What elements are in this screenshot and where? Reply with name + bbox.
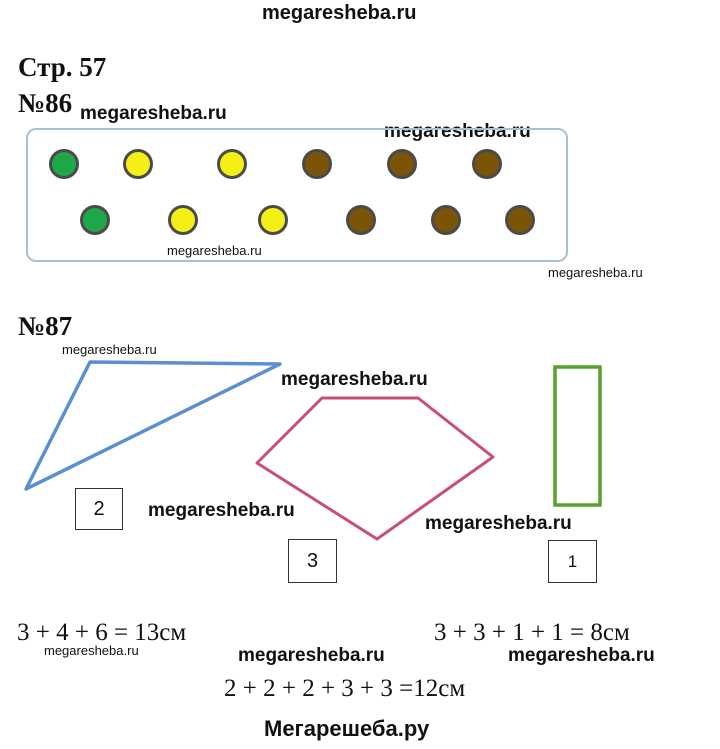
equation-left: 3 + 4 + 6 = 13см: [17, 619, 187, 646]
rectangle-shape: [553, 365, 602, 507]
watermark-eq-right: megaresheba.ru: [508, 645, 655, 666]
dots-frame: [26, 128, 568, 262]
dot-yellow-row1-2: [123, 149, 153, 179]
dot-brown-row2-6: [505, 205, 535, 235]
dot-brown-row2-4: [346, 205, 376, 235]
watermark-task87-title: megaresheba.ru: [62, 342, 157, 357]
dot-brown-row1-4: [302, 149, 332, 179]
dot-yellow-row1-3: [217, 149, 247, 179]
triangle-label-box: 2: [75, 488, 123, 530]
watermark-eq-center: megaresheba.ru: [238, 645, 385, 666]
dot-brown-row1-6: [472, 149, 502, 179]
equation-right: 3 + 3 + 1 + 1 = 8см: [434, 619, 630, 646]
dot-green-row1-1: [49, 149, 79, 179]
pentagon-shape: [255, 396, 495, 541]
dot-yellow-row2-3: [258, 205, 288, 235]
rectangle-label-box: 1: [548, 540, 597, 583]
pentagon-label: 3: [306, 549, 319, 572]
dot-brown-row1-5: [387, 149, 417, 179]
dot-brown-row2-5: [431, 205, 461, 235]
watermark-task87-left: megaresheba.ru: [148, 500, 295, 521]
watermark-task86-right: megaresheba.ru: [548, 265, 643, 280]
rectangle-label: 1: [567, 551, 578, 571]
footer-watermark: Мегарешеба.ру: [264, 716, 430, 741]
pentagon-label-box: 3: [288, 539, 337, 583]
task-87-number: №87: [18, 311, 73, 341]
equation-bottom: 2 + 2 + 2 + 3 + 3 =12см: [224, 675, 466, 702]
watermark-top: megaresheba.ru: [262, 2, 417, 24]
watermark-task87-center: megaresheba.ru: [281, 369, 428, 390]
watermark-eq-left: megaresheba.ru: [44, 643, 139, 658]
dot-green-row2-1: [80, 205, 110, 235]
triangle-shape: [24, 360, 282, 491]
watermark-task86-title: megaresheba.ru: [80, 103, 227, 124]
watermark-task86-top-right: megaresheba.ru: [384, 121, 531, 142]
watermark-task86-bottom: megaresheba.ru: [167, 243, 262, 258]
task-86-number: №86: [18, 88, 73, 118]
watermark-task87-right: megaresheba.ru: [425, 513, 572, 534]
dot-yellow-row2-2: [168, 205, 198, 235]
page-title: Стр. 57: [18, 52, 107, 82]
triangle-label: 2: [93, 497, 105, 520]
